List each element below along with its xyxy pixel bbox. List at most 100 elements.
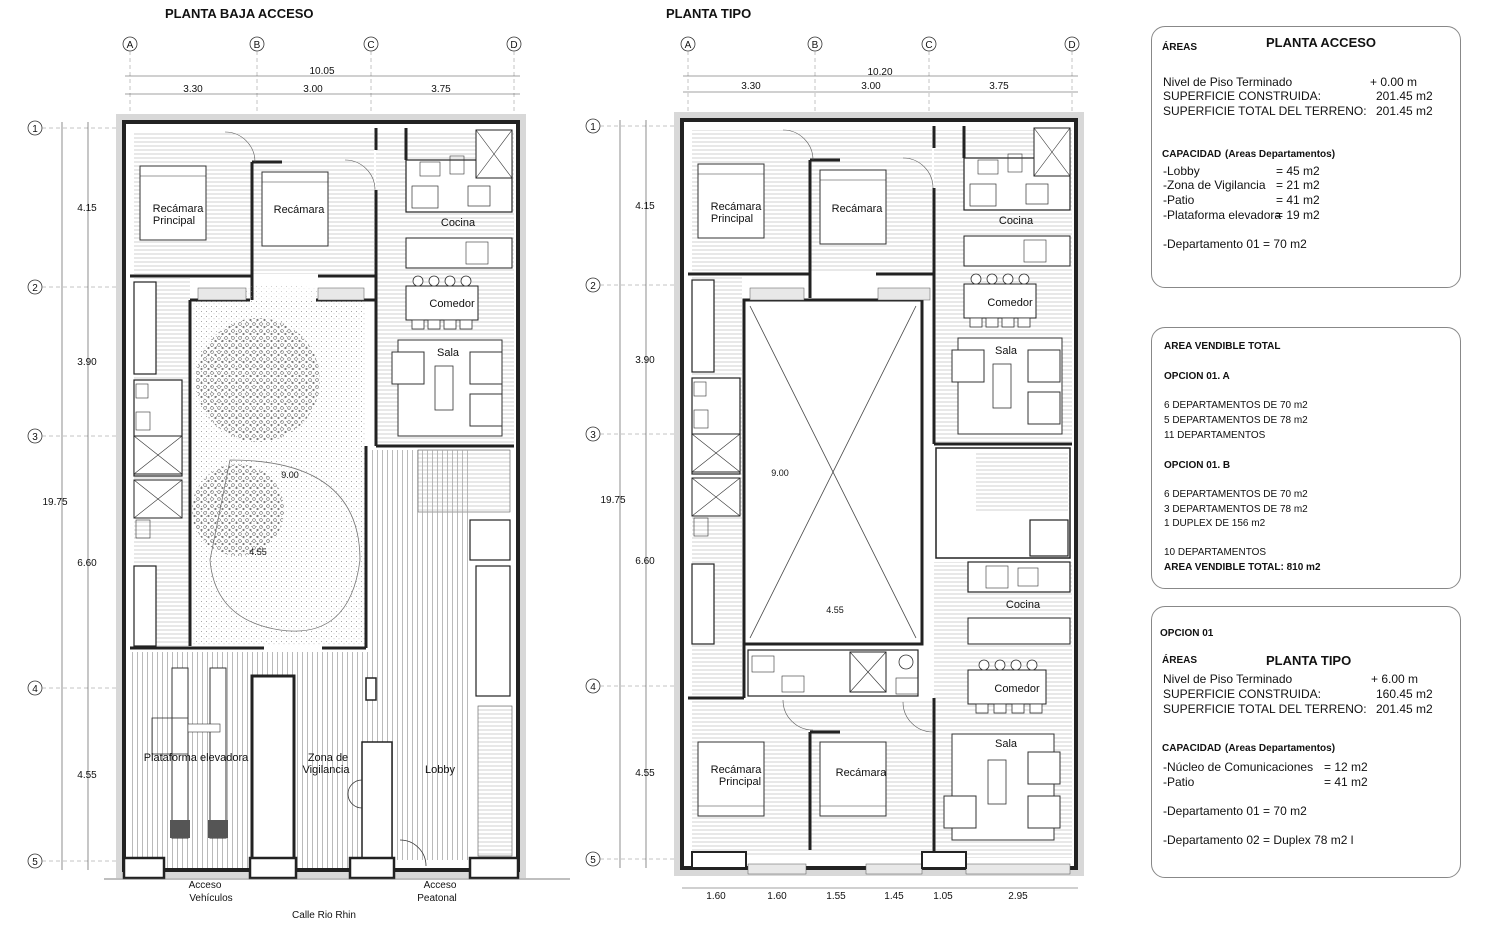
dim-col: 3.00	[303, 84, 323, 95]
room-label: Recámara	[832, 203, 884, 215]
room-label-line: Zona de	[308, 752, 348, 764]
dim-void: 9.00	[771, 468, 789, 478]
dim-col: 3.30	[741, 81, 761, 92]
areas-label: ÁREAS	[1162, 42, 1198, 53]
row-label: SUPERFICIE CONSTRUIDA:	[1163, 687, 1322, 701]
option-line: 11 DEPARTAMENTOS	[1164, 430, 1266, 441]
grid-row-label: 5	[32, 857, 38, 868]
grid-row-label: 2	[590, 281, 596, 292]
grid-row-label: 3	[32, 432, 38, 443]
room-label: Comedor	[429, 298, 475, 310]
plan-planta-baja: PLANTA BAJA ACCESO A B C D 10.05 3.30 3.…	[27, 6, 570, 921]
grid-row-label: 2	[32, 283, 38, 294]
cap-value: = 45 m2	[1276, 164, 1320, 178]
cap-value: = 12 m2	[1324, 760, 1368, 774]
row-value: + 0.00 m	[1370, 75, 1418, 89]
room-label-line: Principal	[711, 213, 753, 225]
panel-area-vendible: AREA VENDIBLE TOTAL OPCION 01. A 6 DEPAR…	[1151, 327, 1461, 589]
dim-total-height: 19.75	[600, 495, 625, 506]
row-label: SUPERFICIE CONSTRUIDA:	[1163, 89, 1322, 103]
dim-row: 6.60	[635, 556, 655, 567]
dim-col: 3.75	[989, 81, 1009, 92]
dim-col: 3.75	[431, 84, 451, 95]
room-label: Lobby	[425, 764, 455, 776]
row-label: Nivel de Piso Terminado	[1163, 75, 1293, 89]
dim-row: 3.90	[635, 355, 655, 366]
room-label: Recámara	[274, 204, 326, 216]
dim-bottom: 1.45	[884, 891, 904, 902]
dim-col: 3.00	[861, 81, 881, 92]
grid-col-label: D	[1068, 40, 1075, 51]
street-label: Calle Rio Rhin	[292, 910, 356, 921]
option-line: 6 DEPARTAMENTOS DE 70 m2	[1164, 489, 1308, 500]
panel-planta-tipo: OPCION 01 ÁREAS PLANTA TIPO Nivel de Pis…	[1151, 606, 1461, 878]
depto-line: -Departamento 01 = 70 m2	[1163, 237, 1307, 251]
access-label-line: Vehículos	[189, 893, 232, 904]
dim-patio: 9.00	[281, 470, 299, 480]
panel-title: PLANTA TIPO	[1266, 653, 1352, 668]
room-label-line: Recámara	[153, 203, 205, 215]
grid-row-label: 1	[590, 122, 596, 133]
panel-title: AREA VENDIBLE TOTAL	[1164, 341, 1281, 352]
cap-label: -Lobby	[1163, 164, 1200, 178]
cap-label: -Patio	[1163, 775, 1195, 789]
room-label-line: Recámara	[711, 764, 763, 776]
cap-label: -Plataforma elevadora	[1163, 208, 1282, 222]
room-label-line: Vigilancia	[303, 764, 351, 776]
row-label: Nivel de Piso Terminado	[1163, 672, 1293, 686]
room-label: Cocina	[999, 215, 1034, 227]
dim-bottom: 1.55	[826, 891, 846, 902]
cap-value: = 21 m2	[1276, 178, 1320, 192]
dim-total-height: 19.75	[42, 497, 67, 508]
depto-line: -Departamento 02 = Duplex 78 m2 l	[1163, 833, 1354, 847]
dim-row: 3.90	[77, 357, 97, 368]
capacidad-sub: (Areas Departamentos)	[1225, 149, 1336, 160]
grid-row-label: 1	[32, 124, 38, 135]
areas-label: ÁREAS	[1162, 655, 1198, 666]
grid-col-label: A	[127, 40, 134, 51]
room-label: Comedor	[994, 683, 1040, 695]
dim-patio: 4.55	[249, 547, 267, 557]
area-total: AREA VENDIBLE TOTAL: 810 m2	[1164, 562, 1321, 573]
dim-void: 4.55	[826, 605, 844, 615]
room-label-line: Principal	[719, 776, 761, 788]
cap-label: -Zona de Vigilancia	[1163, 178, 1266, 192]
row-label: SUPERFICIE TOTAL DEL TERRENO:	[1163, 104, 1367, 118]
dim-row: 4.15	[635, 201, 655, 212]
access-label-line: Acceso	[424, 880, 457, 891]
dim-row: 4.55	[635, 768, 655, 779]
grid-col-label: C	[925, 40, 932, 51]
option-line: 6 DEPARTAMENTOS DE 70 m2	[1164, 400, 1308, 411]
depto-line: -Departamento 01 = 70 m2	[1163, 804, 1307, 818]
dim-row: 4.15	[77, 203, 97, 214]
cap-value: = 41 m2	[1276, 193, 1320, 207]
access-label-line: Peatonal	[417, 893, 456, 904]
grid-row-label: 5	[590, 855, 596, 866]
cap-value: = 41 m2	[1324, 775, 1368, 789]
row-value: 201.45 m2	[1376, 702, 1433, 716]
panel-title: PLANTA ACCESO	[1266, 35, 1377, 50]
panel-planta-acceso: ÁREAS PLANTA ACCESO Nivel de Piso Termin…	[1151, 26, 1461, 288]
grid-col-label: C	[367, 40, 374, 51]
room-label-line: Recámara	[711, 201, 763, 213]
room-label: Sala	[995, 345, 1018, 357]
cap-label: -Patio	[1163, 193, 1195, 207]
dim-bottom: 1.05	[933, 891, 953, 902]
plan-title: PLANTA TIPO	[666, 6, 751, 21]
grid-col-label: A	[685, 40, 692, 51]
dim-row: 6.60	[77, 558, 97, 569]
capacidad-label: CAPACIDAD	[1162, 743, 1222, 754]
row-value: 201.45 m2	[1376, 104, 1433, 118]
dim-bottom: 1.60	[706, 891, 726, 902]
dim-col: 3.30	[183, 84, 203, 95]
capacidad-label: CAPACIDAD	[1162, 149, 1222, 160]
option-line: 3 DEPARTAMENTOS DE 78 m2	[1164, 504, 1308, 515]
row-value: 201.45 m2	[1376, 89, 1433, 103]
room-label-line: Principal	[153, 215, 195, 227]
row-value: + 6.00 m	[1371, 672, 1419, 686]
grid-col-label: D	[510, 40, 517, 51]
